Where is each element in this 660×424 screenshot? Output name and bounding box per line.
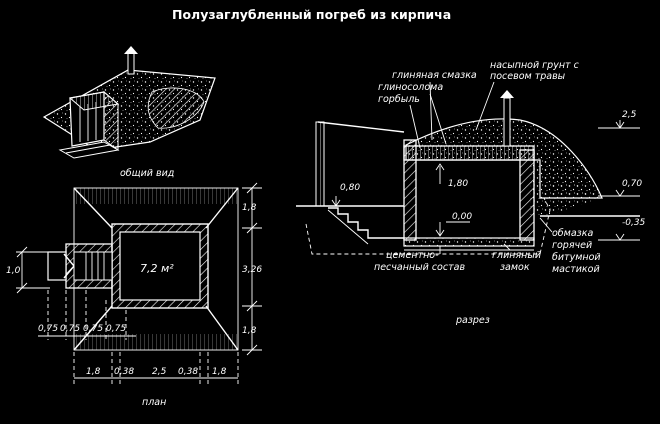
plan-step-dim-0: 0,75 [38,324,58,334]
section-caption: разрез [455,315,490,326]
label-bitumen-3: битумной [552,252,601,263]
level-070: 0,70 [622,179,642,189]
plan-step-dim-1: 0,75 [60,324,80,334]
level-080: 0,80 [340,183,360,193]
label-slab: горбыль [378,94,420,105]
plan-dim-right-2: 1,8 [242,326,257,336]
plan-bottom-dim-1: 0,38 [114,367,134,377]
label-bitumen-4: мастикой [552,264,600,275]
plan-dim-left: 1,0 [6,266,21,276]
label-fill-soil-1: насыпной грунт с [490,60,580,71]
plan-caption: план [142,397,166,408]
section-drawing: насыпной грунт с посевом травы глиняная … [296,60,646,326]
label-bitumen-1: обмазка [552,228,593,239]
plan-dim-right-1: 3,26 [242,265,262,275]
level-000: 0,00 [452,212,472,222]
label-clay-straw: глиносолома [378,82,443,93]
label-clay-coat: глиняная смазка [392,70,477,81]
label-clay-lock-1: глиняный [492,250,541,261]
plan-bottom-dim-2: 2,5 [152,367,167,377]
label-cement-2: песчанный состав [374,262,465,273]
plan-step-dim-2: 0,75 [83,324,103,334]
level-180: 1,80 [448,179,468,189]
plan-drawing: 7,2 м² 1,8 3,26 1,8 1,0 [6,182,262,408]
plan-bottom-dim-0: 1,8 [86,367,101,377]
plan-bottom-dim-3: 0,38 [178,367,198,377]
plan-area-label: 7,2 м² [140,262,174,275]
label-fill-soil-2: посевом травы [490,71,566,82]
diagram-title: Полузаглубленный погреб из кирпича [172,7,451,22]
plan-bottom-dim-4: 1,8 [212,367,227,377]
general-view-caption: общий вид [120,168,175,179]
plan-dim-right-0: 1,8 [242,203,257,213]
label-cement-1: цементно- [386,250,439,261]
general-view-sketch: общий вид [42,46,216,179]
level-m035: -0,35 [622,218,646,228]
plan-step-dim-3: 0,75 [106,324,126,334]
label-clay-lock-2: замок [500,262,530,273]
level-25: 2,5 [622,110,637,120]
label-bitumen-2: горячей [552,240,592,251]
